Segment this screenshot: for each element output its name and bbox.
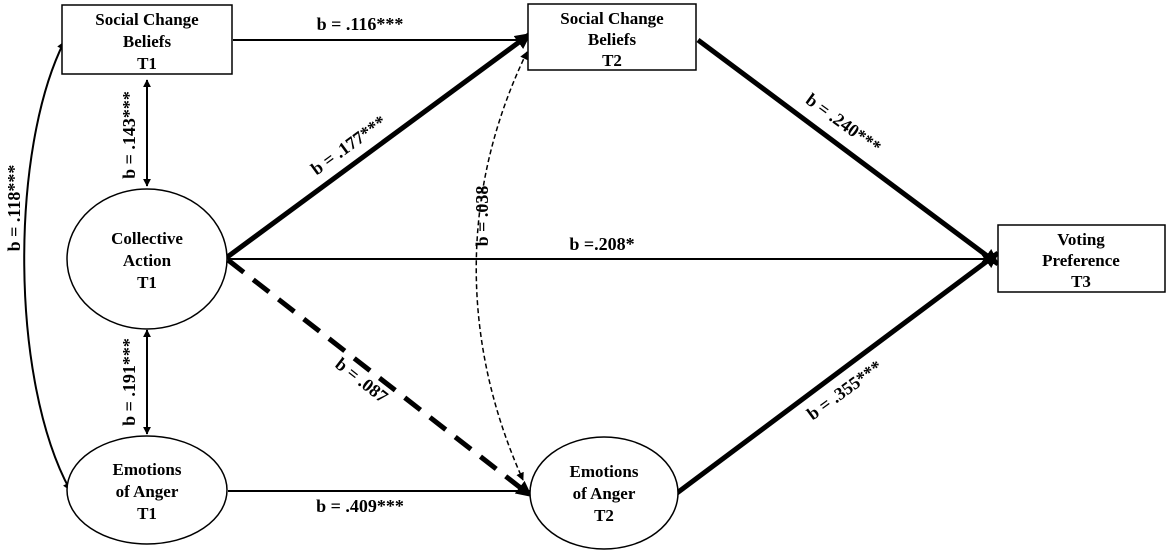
node-label-line: Collective — [111, 229, 183, 248]
node-label-line: Social Change — [95, 10, 199, 29]
path-ca1-ea2 — [226, 258, 533, 498]
node-emotions-of-anger-t2: Emotions of Anger T2 — [529, 436, 679, 550]
node-label-line: Beliefs — [123, 32, 172, 51]
path-scb2-vp3 — [696, 37, 1000, 267]
node-label-line: T1 — [137, 54, 157, 73]
node-label-line: Preference — [1042, 251, 1120, 270]
coef-scb1-ca1: b = .143*** — [119, 91, 139, 179]
node-label-line: Emotions — [113, 460, 182, 479]
node-social-change-beliefs-t1: Social Change Beliefs T1 — [61, 4, 233, 75]
path-ea2-vp3 — [675, 250, 1000, 496]
node-label-line: T3 — [1071, 272, 1091, 291]
node-collective-action-t1: Collective Action T1 — [66, 188, 228, 330]
coef-ca1-ea1: b = .191*** — [119, 338, 139, 426]
node-label-line: T1 — [137, 504, 157, 523]
path-scb2-ea2 — [475, 51, 528, 481]
node-voting-preference-t3: Voting Preference T3 — [997, 224, 1166, 293]
node-label-line: of Anger — [116, 482, 179, 501]
node-label-line: T2 — [594, 506, 614, 525]
node-label-line: T1 — [137, 273, 157, 292]
node-emotions-of-anger-t1: Emotions of Anger T1 — [66, 435, 228, 545]
path-ca1-scb2 — [224, 31, 532, 261]
node-label-line: Social Change — [560, 9, 664, 28]
coef-scb1-ea1: b = .118*** — [4, 165, 24, 252]
node-label-line: T2 — [602, 51, 622, 70]
node-label-line: Voting — [1057, 230, 1105, 249]
coef-scb2-ea2: b = .038 — [472, 186, 492, 247]
node-label-line: Beliefs — [588, 30, 637, 49]
node-label-line: Action — [123, 251, 172, 270]
path-scb1-ea1 — [23, 41, 71, 491]
coef-ca1-vp3: b =.208* — [569, 234, 634, 254]
coef-scb1-scb2: b = .116*** — [317, 14, 404, 34]
node-label-line: Emotions — [570, 462, 639, 481]
node-label-line: of Anger — [573, 484, 636, 503]
coef-ea1-ea2: b = .409*** — [316, 496, 404, 516]
node-social-change-beliefs-t2: Social Change Beliefs T2 — [527, 3, 697, 71]
